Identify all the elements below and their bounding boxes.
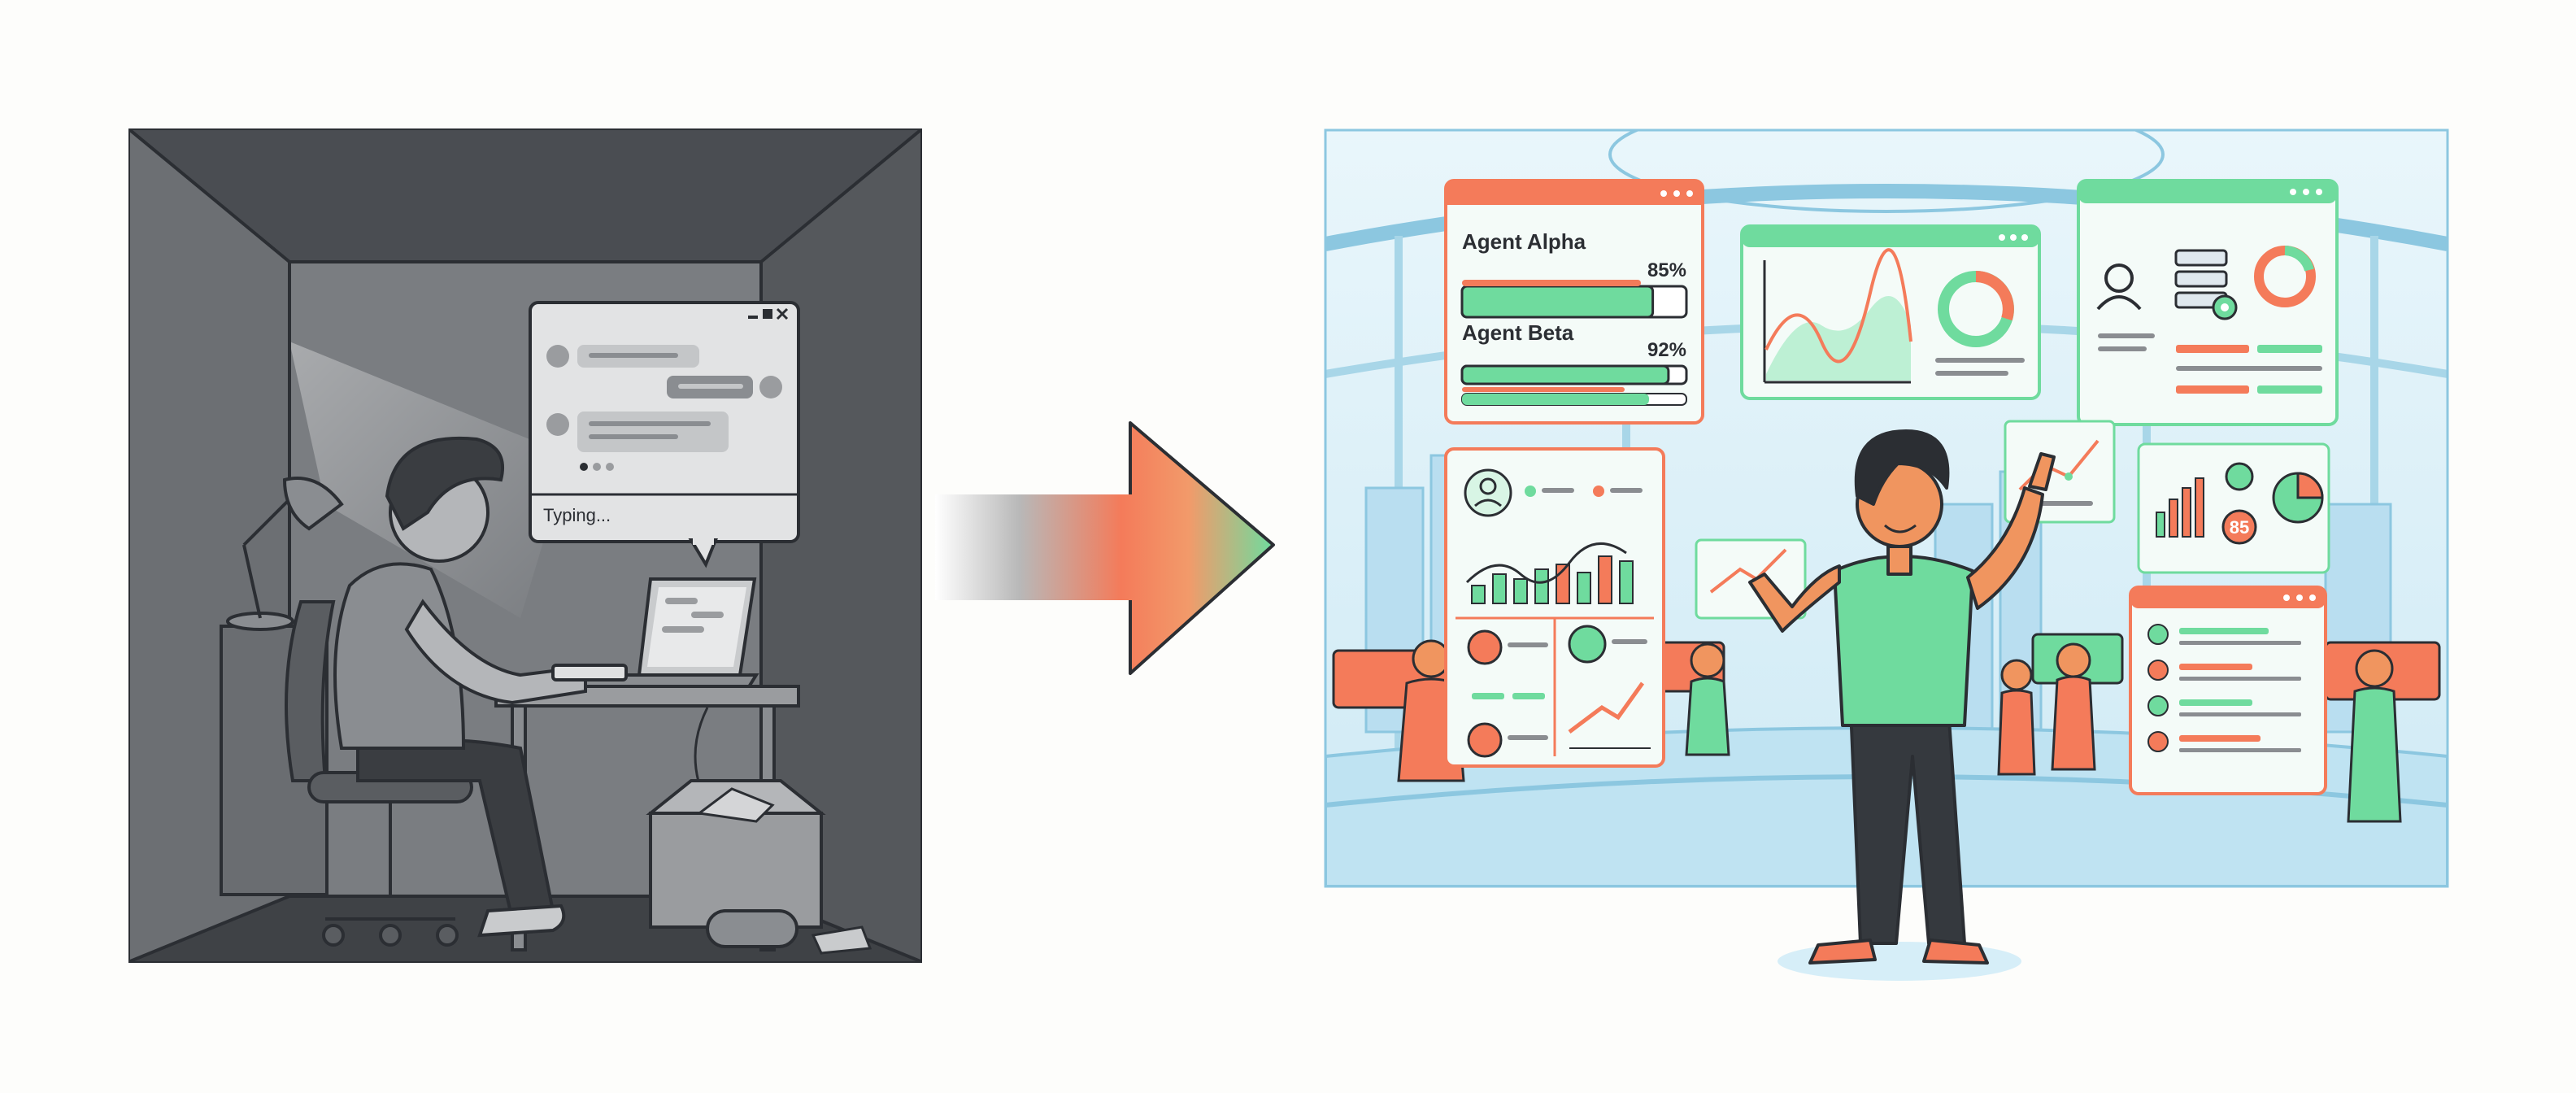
- chat-message: [546, 412, 729, 452]
- pie-chart-icon: [2272, 472, 2324, 524]
- user-profile-panel: [2077, 179, 2339, 426]
- tired-worker: [333, 436, 628, 938]
- agent-status-panel: Agent Alpha 85% Agent Beta 92%: [1444, 179, 1704, 425]
- agent-beta-label: Agent Beta: [1462, 320, 1574, 345]
- chat-message: [546, 345, 699, 368]
- analytics-dashboard-panel: [1444, 447, 1665, 768]
- user-avatar-icon: [2096, 263, 2142, 311]
- score-panel: 85: [2137, 442, 2330, 574]
- agent-alpha-label: Agent Alpha: [1462, 229, 1586, 254]
- typing-status: Typing...: [543, 505, 611, 525]
- user-avatar-icon: [1467, 629, 1503, 665]
- desk-lamp-icon: [226, 477, 344, 631]
- cubicle-scene: Typing...: [128, 128, 922, 963]
- task-list-panel: [2129, 586, 2327, 795]
- colleague: [2051, 642, 2096, 771]
- colleague: [1685, 642, 1730, 756]
- chat-window: Typing...: [529, 301, 800, 568]
- donut-chart-icon: [2254, 246, 2316, 307]
- agent-beta-progress-bar: [1460, 364, 1670, 385]
- close-icon[interactable]: [776, 307, 789, 320]
- colleague: [2347, 649, 2402, 823]
- colleague: [1997, 659, 2036, 776]
- bar-chart-icon: [1465, 542, 1634, 604]
- agent-alpha-progress-bar: [1460, 285, 1655, 319]
- agent-alpha-percent: 85%: [1647, 259, 1686, 281]
- laptop-icon: [564, 577, 759, 690]
- agent-beta-percent: 92%: [1647, 339, 1686, 361]
- typing-indicator: [580, 463, 614, 471]
- user-avatar-icon: [2225, 462, 2254, 491]
- transition-arrow-icon: [935, 421, 1275, 675]
- user-avatar-icon: [1467, 722, 1503, 758]
- trend-chart-panel: [1740, 224, 2041, 400]
- score-badge: 85: [2230, 517, 2249, 538]
- bar-chart-icon: [2156, 477, 2204, 538]
- donut-chart-icon: [1938, 271, 2014, 347]
- command-center-scene: Agent Alpha 85% Agent Beta 92%: [1324, 128, 2449, 981]
- energized-worker: [1748, 429, 2056, 981]
- user-avatar-icon: [1464, 468, 1512, 517]
- shield-icon: [1568, 625, 1607, 664]
- minimize-icon[interactable]: [748, 316, 758, 319]
- chat-message: [667, 376, 782, 398]
- maximize-icon[interactable]: [763, 309, 772, 319]
- gear-icon: [2212, 294, 2238, 320]
